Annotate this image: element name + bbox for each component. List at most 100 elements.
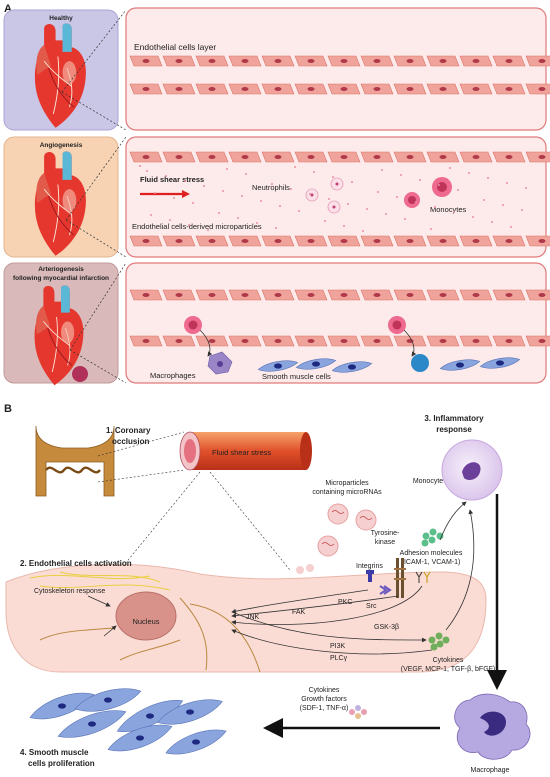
step1-title: 1. Coronary [106,426,151,435]
microparticle-dot [343,225,345,227]
plcy-label: PLCγ [330,655,348,662]
cytoskeleton-label: Cytoskeleton response [34,588,105,595]
arteriogenesis-subtitle: following myocardial infarction [13,275,109,282]
vessel-cylinder: Fluid shear stress [179,431,312,471]
microparticles-label: Endothelial cells-derived microparticles [132,222,262,231]
monocytes-label: Monocytes [430,205,467,214]
microparticle-dot [351,181,353,183]
endothelial-cell-shape [228,335,262,347]
endothelial-cell-shape [393,235,427,247]
microparticle-dot [222,190,224,192]
microparticle-dot [139,165,141,167]
healthy-heart-card: Healthy [3,9,119,131]
microparticle-dot [203,185,205,187]
endothelial-cell-shape [327,335,361,347]
microparticle-dot [472,216,474,218]
angiogenesis-heart-card: Angiogenesis [3,136,119,258]
endothelial-cell-shape [294,83,328,95]
microparticle-dot [430,228,432,230]
endothelial-cell-shape [525,335,550,347]
smooth-muscle-nucleus [348,364,356,370]
smooth-muscle-nucleus [58,703,66,709]
microparticle-dot [491,221,493,223]
microparticle-dot [279,205,281,207]
endothelial-cell-shape [426,289,460,301]
microparticle-dot [385,213,387,215]
tyrosine-kinase-sublabel: kinase [375,539,395,546]
endothelial-cell-shape [261,55,295,67]
endothelial-cell-shape [426,55,460,67]
signaling-arrows [231,501,475,655]
step4-title: 4. Smooth muscle [20,748,89,757]
endothelial-cell-shape [261,151,295,163]
smooth-muscle-nucleus [496,360,504,366]
endothelial-cell-shape [525,83,550,95]
microparticle-dot [245,173,247,175]
microparticle-dot [434,206,436,208]
microparticle-dot [226,168,228,170]
endothelial-cell-shape [492,235,526,247]
endothelial-cell-shape [459,289,493,301]
endothelial-cell-shape [195,335,229,347]
cytokine-cluster-icon [428,632,450,651]
smooth-muscle-cells [257,357,521,373]
step2-title: 2. Endothelial cells activation [20,559,132,568]
microparticle-dot [275,227,277,229]
microparticle-dot [260,200,262,202]
endothelial-cell-shape [492,151,526,163]
arteriogenesis-vessel-panel: Macrophages Smooth muscle cells [125,262,550,384]
microparticle-dot [332,176,334,178]
neutrophils-label: Neutrophils [252,183,290,192]
endothelial-cell-shape [360,151,394,163]
monocyte-label: Monocyte [413,478,443,485]
endothelial-cell-shape [459,55,493,67]
microparticle-dot [483,199,485,201]
endothelial-cell-shape [393,289,427,301]
endothelial-cell-shape [129,289,163,301]
microparticle-dot [184,180,186,182]
endothelial-cell-shape [492,55,526,67]
microparticles-label: Microparticles [325,480,369,487]
endothelial-cell-shape [459,83,493,95]
microparticle-dot [188,224,190,226]
microparticle-dot [309,193,311,195]
endothelial-cell-shape [393,55,427,67]
endothelial-cell-shape [195,151,229,163]
endothelial-cell-shape [162,289,196,301]
angiogenesis-vessel-panel: Fluid shear stress Neutrophils Monocytes… [125,136,550,258]
integrin-receptor-icon [366,570,374,582]
endothelial-cell-shape [459,151,493,163]
endothelial-cell-shape [393,83,427,95]
endothelial-cell-shape [525,55,550,67]
endothelial-cell-shape [228,235,262,247]
endothelial-cell-shape [327,151,361,163]
microparticle-dot [290,188,292,190]
microparticle-dot [468,172,470,174]
macrophage-icon [207,351,233,375]
pi3k-label: PI3K [330,643,346,650]
endothelial-cell-shape [360,235,394,247]
microparticle-dot [150,214,152,216]
growth-factors-label: Growth factors [301,696,347,703]
endothelial-layer-label: Endothelial cells layer [134,42,216,52]
endothelial-cell-shape [294,235,328,247]
step3-subtitle: response [436,425,472,434]
microparticle-vesicles [296,503,377,574]
infarct-region [72,366,88,382]
endothelial-cell-shape [525,151,550,163]
microparticle-dot [449,167,451,169]
endothelial-cell-shape [129,235,163,247]
endothelial-cell-shape [195,83,229,95]
endothelial-cell-shape [162,83,196,95]
growth-factor-cluster-icon [349,705,367,719]
endothelial-cell-shape [228,289,262,301]
endothelial-cell-shape [327,83,361,95]
microparticle-dot [173,197,175,199]
tyrosine-kinase-receptor-icon [394,558,406,598]
endothelial-cell-shape [162,235,196,247]
adhesion-molecules-label: Adhesion molecules [400,550,463,557]
microparticle-dot [237,217,239,219]
microparticle-dot [377,191,379,193]
endothelial-cell-shape [492,83,526,95]
panel-a-label: A [4,3,12,15]
